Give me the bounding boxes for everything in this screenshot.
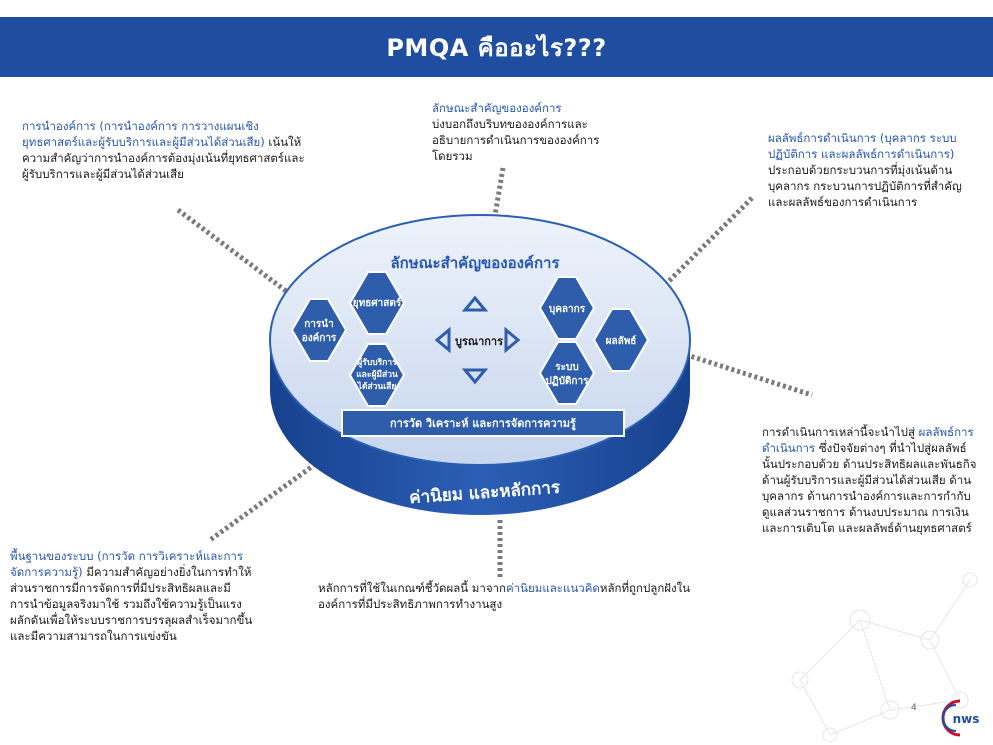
hex-operations-line1: ระบบ xyxy=(555,362,578,373)
results-description: ประกอบด้วยกระบวนการที่มุ่งเน้นด้านบุคลาก… xyxy=(768,163,962,209)
values-heading: ค่านิยมและแนวคิด xyxy=(506,581,600,595)
hex-results: ผลลัพธ์ xyxy=(592,308,650,372)
connector-top-center xyxy=(487,167,506,246)
arrow-down-icon xyxy=(461,368,489,385)
nws-logo: nws xyxy=(941,699,980,737)
network-decoration xyxy=(791,572,978,743)
hex-leadership: การนำ องค์การ xyxy=(290,298,348,362)
arrow-up-icon xyxy=(461,295,489,312)
page-number: 4 xyxy=(911,703,917,713)
page-title: PMQA คืออะไร??? xyxy=(386,33,607,62)
leadership-heading: การนำองค์การ (การนำองค์การ การวางแผนเชิง… xyxy=(22,119,265,149)
leadership-text-block: การนำองค์การ (การนำองค์การ การวางแผนเชิง… xyxy=(22,118,307,182)
diagram-center-label: บูรณาการ xyxy=(455,335,503,349)
hex-customer: ผู้รับบริการ และผู้มีส่วน ได้ส่วนเสีย xyxy=(348,343,406,407)
measurement-bar xyxy=(341,409,625,437)
hex-strategy-label: ยุทธศาสตร์ xyxy=(353,297,402,309)
outcomes-text-block: การดำเนินการเหล่านี้จะนำไปสู่ ผลลัพธ์การ… xyxy=(762,424,977,536)
outcomes-description: ซึ่งปัจจัยต่างๆ ที่นำไปสู่ผลลัพธ์นั้นประ… xyxy=(762,441,977,535)
measurement-bar-label: การวัด วิเคราะห์ และการจัดการความรู้ xyxy=(390,417,576,431)
outcomes-heading: ผลลัพธ์การดำเนินการ xyxy=(762,425,974,455)
leadership-description: เน้นให้ความสำคัญว่าการนำองค์การต้องมุ่งเ… xyxy=(22,135,305,181)
values-description: หลักที่ถูกปลูกฝังในองค์การที่มีประสิทธิภ… xyxy=(318,581,691,611)
hex-operations-line2: ปฏิบัติการ xyxy=(546,375,590,387)
pmqa-diagram: ลักษณะสำคัญขององค์การ การนำ องค์การ ยุทธ… xyxy=(269,214,691,515)
results-heading: ผลลัพธ์การดำเนินการ (บุคลากร ระบบปฏิบัติ… xyxy=(768,131,957,161)
title-bar: PMQA คืออะไร??? xyxy=(0,17,993,77)
foundation-text-block: พื้นฐานของระบบ (การวัด การวิเคราะห์และกา… xyxy=(10,548,260,644)
arrow-left-icon xyxy=(434,326,451,354)
hex-operations: ระบบ ปฏิบัติการ xyxy=(538,341,596,405)
hex-results-label: ผลลัพธ์ xyxy=(606,335,637,347)
hex-leadership-line1: การนำ xyxy=(304,318,334,330)
foundation-heading: พื้นฐานของระบบ (การวัด การวิเคราะห์และกา… xyxy=(10,549,244,579)
hex-customer-line2: และผู้มีส่วน xyxy=(356,369,398,380)
diagram-top-label: ลักษณะสำคัญขององค์การ xyxy=(390,254,560,272)
hex-strategy: ยุทธศาสตร์ xyxy=(348,271,406,335)
foundation-description: มีความสำคัญอย่างยิ่งในการทำให้ส่วนราชการ… xyxy=(10,565,253,643)
hex-customer-line1: ผู้รับบริการ xyxy=(357,357,397,368)
values-text-block: หลักการที่ใช้ในเกณฑ์ชี้วัดผลนี้ มาจากค่า… xyxy=(318,580,698,612)
hex-customer-line3: ได้ส่วนเสีย xyxy=(357,381,397,392)
outcomes-intro: การดำเนินการเหล่านี้จะนำไปสู่ xyxy=(762,425,915,439)
arrow-right-icon xyxy=(504,326,521,354)
org-profile-heading: ลักษณะสำคัญขององค์การ xyxy=(432,101,562,115)
values-intro: หลักการที่ใช้ในเกณฑ์ชี้วัดผลนี้ มาจาก xyxy=(318,581,507,595)
org-profile-description: บ่งบอกถึงบริบทขององค์การและอธิบายการดำเน… xyxy=(432,117,600,163)
hex-workforce-label: บุคลากร xyxy=(549,304,586,315)
hex-leadership-line2: องค์การ xyxy=(302,332,337,344)
svg-text:nws: nws xyxy=(953,712,980,726)
org-profile-text-block: ลักษณะสำคัญขององค์การ บ่งบอกถึงบริบทของอ… xyxy=(432,100,612,164)
hex-workforce: บุคลากร xyxy=(538,276,596,340)
connector-top-right xyxy=(628,196,754,322)
results-text-block: ผลลัพธ์การดำเนินการ (บุคลากร ระบบปฏิบัติ… xyxy=(768,130,984,210)
